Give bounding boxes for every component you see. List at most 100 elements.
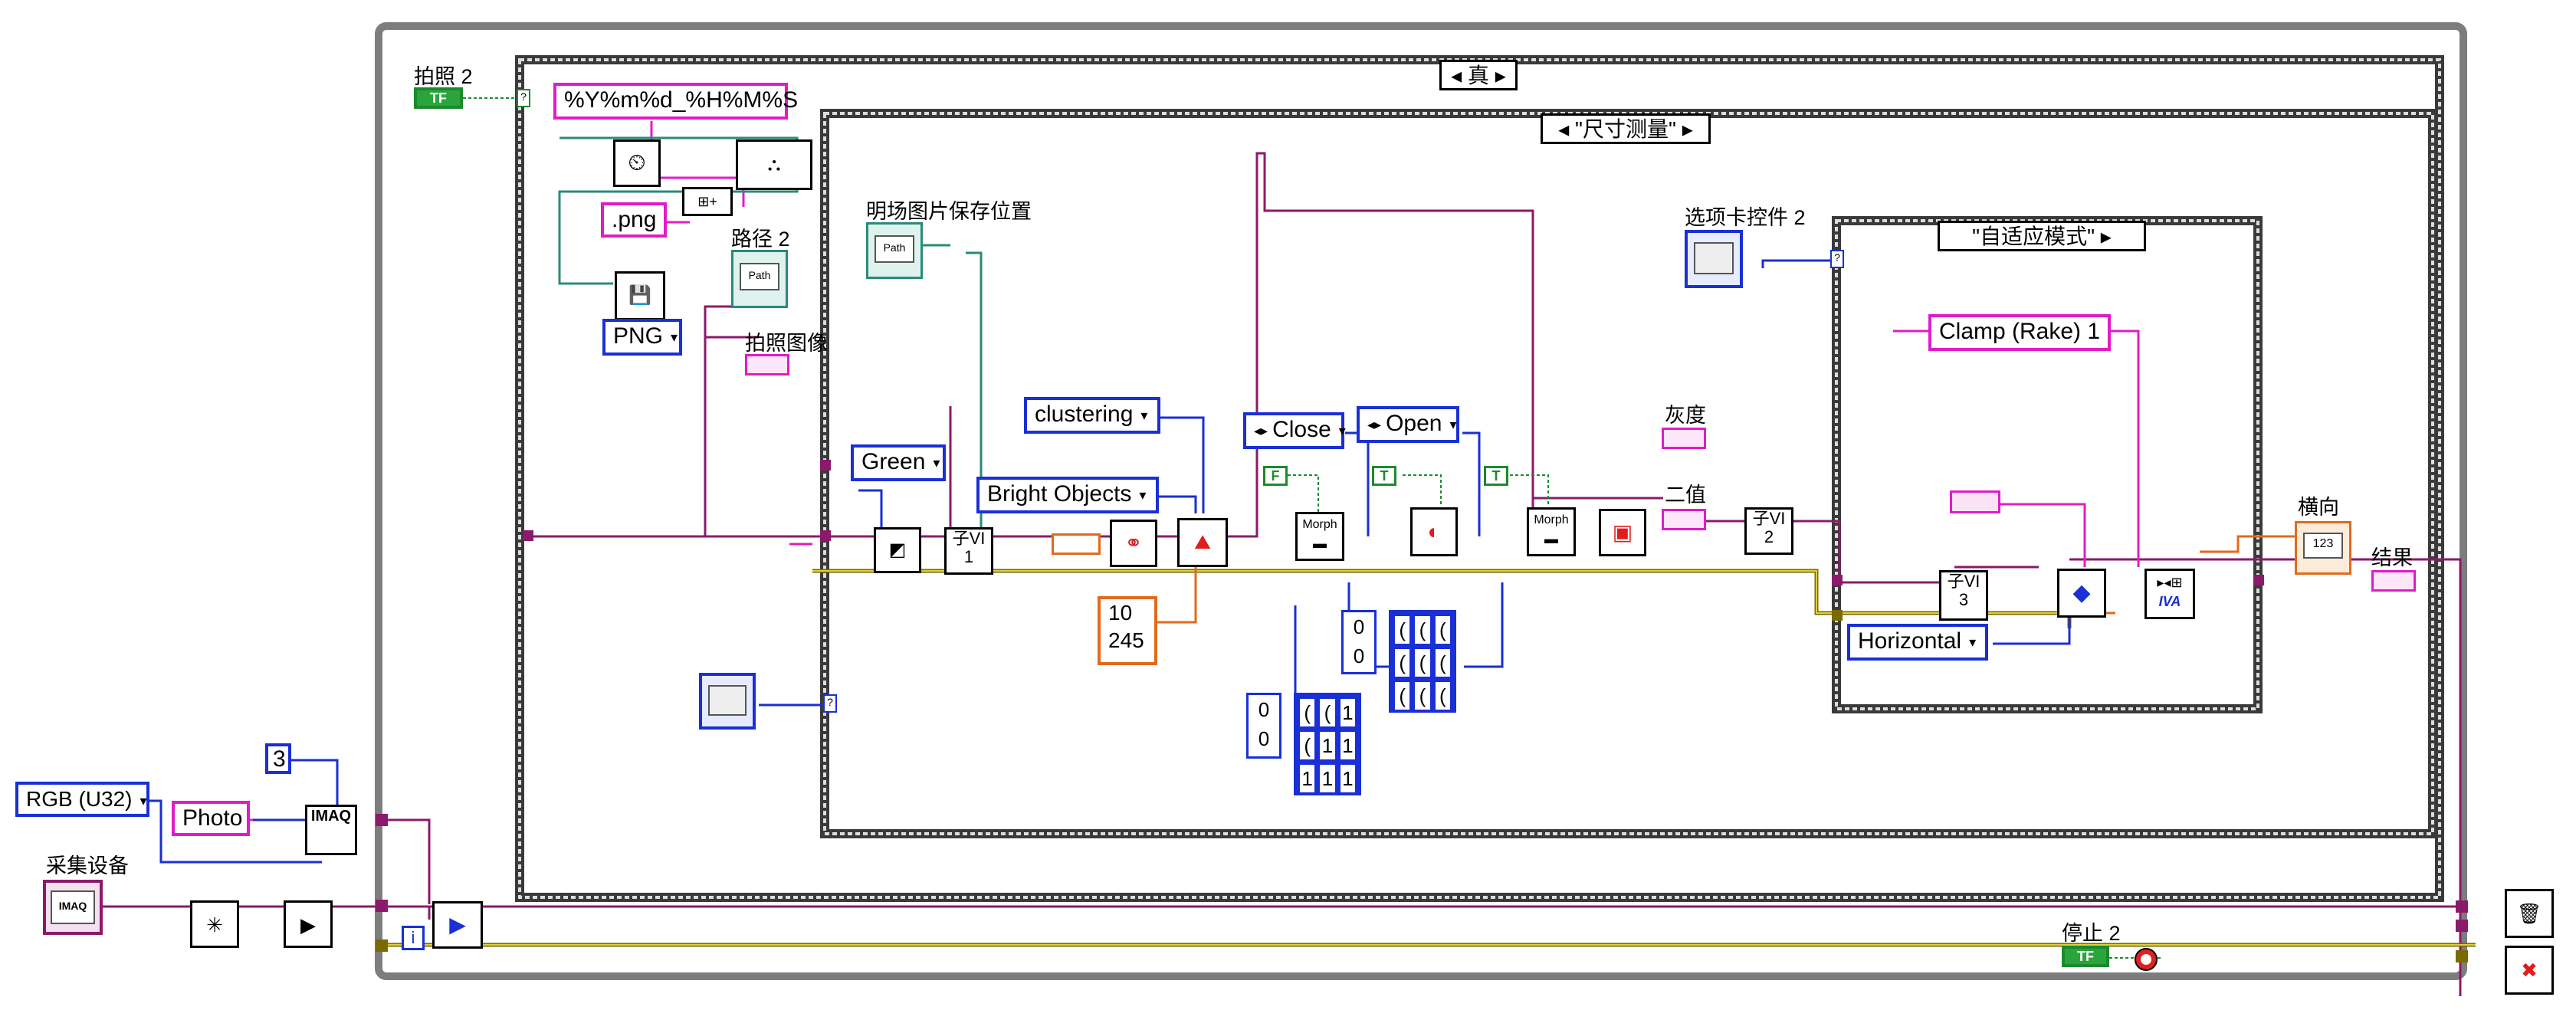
close-icon: ✖: [2521, 959, 2538, 982]
device-label: 采集设备: [46, 854, 129, 877]
bright-save-path-control[interactable]: Path: [866, 222, 923, 279]
direction-selector[interactable]: Horizontal▾: [1847, 624, 1988, 661]
tab-case-selector[interactable]: "自适应模式" ▸: [1938, 221, 2146, 251]
snap-button-terminal[interactable]: TF: [414, 87, 463, 109]
display-image-node[interactable]: ▣: [1599, 509, 1646, 556]
get-date-time-node[interactable]: ⏲: [613, 139, 661, 187]
morph-open-node[interactable]: Morph ▬: [1527, 507, 1576, 556]
while-loop-frame: [375, 22, 2467, 980]
tab-control-terminal[interactable]: [1685, 230, 1743, 288]
grab-play-icon: ▶: [449, 913, 466, 936]
dropdown-icon: ▾: [1139, 487, 1147, 503]
case-next-icon[interactable]: ▸: [2100, 225, 2112, 248]
outer-case-selector[interactable]: ◂ 真 ▸: [1439, 60, 1518, 90]
iteration-terminal: i: [402, 926, 425, 950]
clamp-icon: ◆: [2072, 580, 2091, 605]
morph-open-selector[interactable]: ◂▸Open▾: [1357, 406, 1459, 443]
dropdown-icon: ▾: [1969, 635, 1977, 651]
imaq-grab-node[interactable]: ▶: [432, 901, 483, 949]
save-icon: 💾: [628, 285, 651, 306]
image-type-selector[interactable]: RGB (U32)▾: [15, 782, 149, 817]
morph-close-selector[interactable]: ◂▸Close▾: [1243, 412, 1346, 449]
case-next-icon[interactable]: ▸: [1682, 117, 1693, 141]
clamp-name-constant[interactable]: Clamp (Rake) 1: [1928, 314, 2111, 351]
path-icon: Path: [740, 263, 779, 290]
kernel-b-index[interactable]: 0 0: [1246, 693, 1281, 759]
case-next-icon[interactable]: ▸: [1495, 64, 1506, 87]
color-plane-selector[interactable]: Green▾: [851, 444, 946, 481]
dropdown-icon: ▾: [1449, 417, 1457, 433]
iva-node[interactable]: ▸◂⊞ IVA: [2144, 569, 2195, 619]
file-type-selector[interactable]: PNG▾: [602, 319, 682, 356]
clamp-node[interactable]: ◆: [2057, 569, 2106, 618]
object-type-selector[interactable]: Bright Objects▾: [976, 477, 1159, 513]
case-selector-terminal: ?: [1830, 250, 1844, 268]
tab-icon: [1694, 242, 1734, 274]
path-indicator: Path: [731, 250, 788, 308]
case-selector-terminal: ?: [517, 89, 530, 107]
imaq-create-vi[interactable]: IMAQ: [305, 805, 357, 855]
stop-button-terminal[interactable]: TF: [2062, 946, 2109, 967]
color-plane-icon: ◩: [888, 539, 907, 560]
tab-control-reference[interactable]: [699, 673, 756, 730]
time-format-constant[interactable]: %Y%m%d_%H%M%S: [553, 83, 798, 120]
fill-holes-node[interactable]: ⚭: [1110, 520, 1157, 567]
histogram-icon: ⛰: [1194, 530, 1211, 553]
trash-icon: 🗑: [2516, 902, 2542, 925]
horizontal-label: 横向: [2298, 496, 2339, 519]
roi-constant[interactable]: [1950, 490, 2000, 513]
image-icon: ▣: [1612, 520, 1633, 544]
spin-icon: ◂▸: [1254, 423, 1268, 439]
subvi-2[interactable]: 子VI 2: [1744, 507, 1793, 555]
binary-image-indicator: [1662, 509, 1706, 530]
dropdown-icon: ▾: [933, 455, 940, 471]
play-icon: ▶: [300, 913, 316, 936]
spin-icon: ◂▸: [1367, 417, 1382, 433]
dropdown-icon: ▾: [1140, 408, 1148, 424]
camera-icon: ✳: [206, 913, 223, 936]
bool-true-constant-2[interactable]: T: [1484, 466, 1508, 486]
measure-case-selector[interactable]: ◂ "尺寸测量" ▸: [1541, 113, 1711, 144]
range-cluster-constant[interactable]: [1052, 533, 1101, 555]
dropdown-icon: ▾: [1338, 423, 1346, 439]
morph-close-node[interactable]: Morph ▬: [1295, 512, 1344, 561]
fill-hole-node[interactable]: ◐: [1410, 507, 1458, 556]
imaq-configure-grab-node[interactable]: ▶: [284, 900, 333, 948]
dropdown-icon: ▾: [671, 330, 678, 346]
measure-case-value: "尺寸测量": [1575, 117, 1676, 141]
buffer-count-constant[interactable]: 3: [265, 743, 291, 774]
bright-save-label: 明场图片保存位置: [866, 200, 1032, 223]
threshold-range-constant[interactable]: 10 245: [1098, 596, 1157, 665]
result-indicator: [2371, 570, 2416, 592]
camera-session-control[interactable]: IMAQ: [43, 880, 103, 935]
kernel-a-index[interactable]: 0 0: [1341, 610, 1377, 674]
binary-label: 二值: [1665, 484, 1706, 507]
bool-false-constant[interactable]: F: [1263, 466, 1288, 486]
write-file-node[interactable]: 💾: [615, 271, 665, 320]
stop-label: 停止 2: [2062, 922, 2121, 945]
subvi-1[interactable]: 子VI 1: [944, 527, 993, 575]
imaq-open-camera-node[interactable]: ✳: [190, 900, 239, 948]
image-name-constant[interactable]: Photo: [172, 801, 250, 836]
bool-true-constant-1[interactable]: T: [1372, 466, 1396, 486]
threshold-method-selector[interactable]: clustering▾: [1024, 397, 1160, 434]
threshold-node[interactable]: ⛰: [1177, 518, 1228, 567]
case-prev-icon[interactable]: ◂: [1451, 64, 1462, 87]
format-time-node[interactable]: ⊞+: [682, 187, 733, 216]
extension-constant[interactable]: .png: [601, 202, 667, 238]
particle-icon: ⚭: [1124, 531, 1143, 555]
extract-color-plane-node[interactable]: ◩: [874, 527, 921, 573]
horizontal-indicator: 123: [2295, 521, 2351, 575]
close-camera-node[interactable]: ✖: [2505, 946, 2554, 995]
dispose-image-node[interactable]: 🗑: [2505, 889, 2554, 938]
snap-label: 拍照 2: [414, 65, 473, 88]
tab-icon: [708, 685, 747, 716]
outer-case-value: 真: [1467, 64, 1489, 87]
clock-icon: ⏲: [628, 150, 646, 175]
subvi-3[interactable]: 子VI 3: [1939, 570, 1988, 621]
case-prev-icon[interactable]: ◂: [1558, 117, 1570, 141]
build-path-node[interactable]: ⛬: [736, 139, 812, 190]
kernel-a-grid[interactable]: ((( ((( (((: [1389, 610, 1456, 713]
